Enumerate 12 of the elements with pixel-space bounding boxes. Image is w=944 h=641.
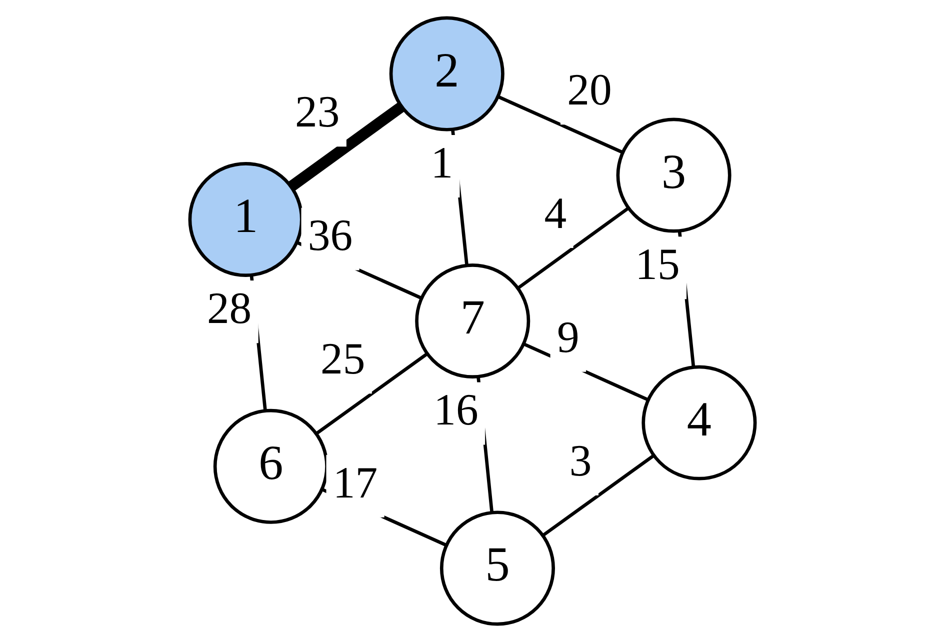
- edge-label: 23: [294, 86, 340, 136]
- edge-label: 1: [430, 136, 453, 187]
- edge-label: 20: [566, 64, 612, 114]
- edge-label: 15: [634, 238, 680, 289]
- edge-label: 4: [544, 187, 566, 238]
- edge-label: 16: [433, 384, 478, 434]
- edge-label: 25: [320, 333, 365, 384]
- edge-label: 9: [556, 311, 579, 362]
- edge-label: 3: [568, 434, 592, 485]
- edge-label: 36: [307, 210, 352, 260]
- edge-label: 17: [332, 456, 378, 507]
- edge-label: 28: [206, 282, 252, 332]
